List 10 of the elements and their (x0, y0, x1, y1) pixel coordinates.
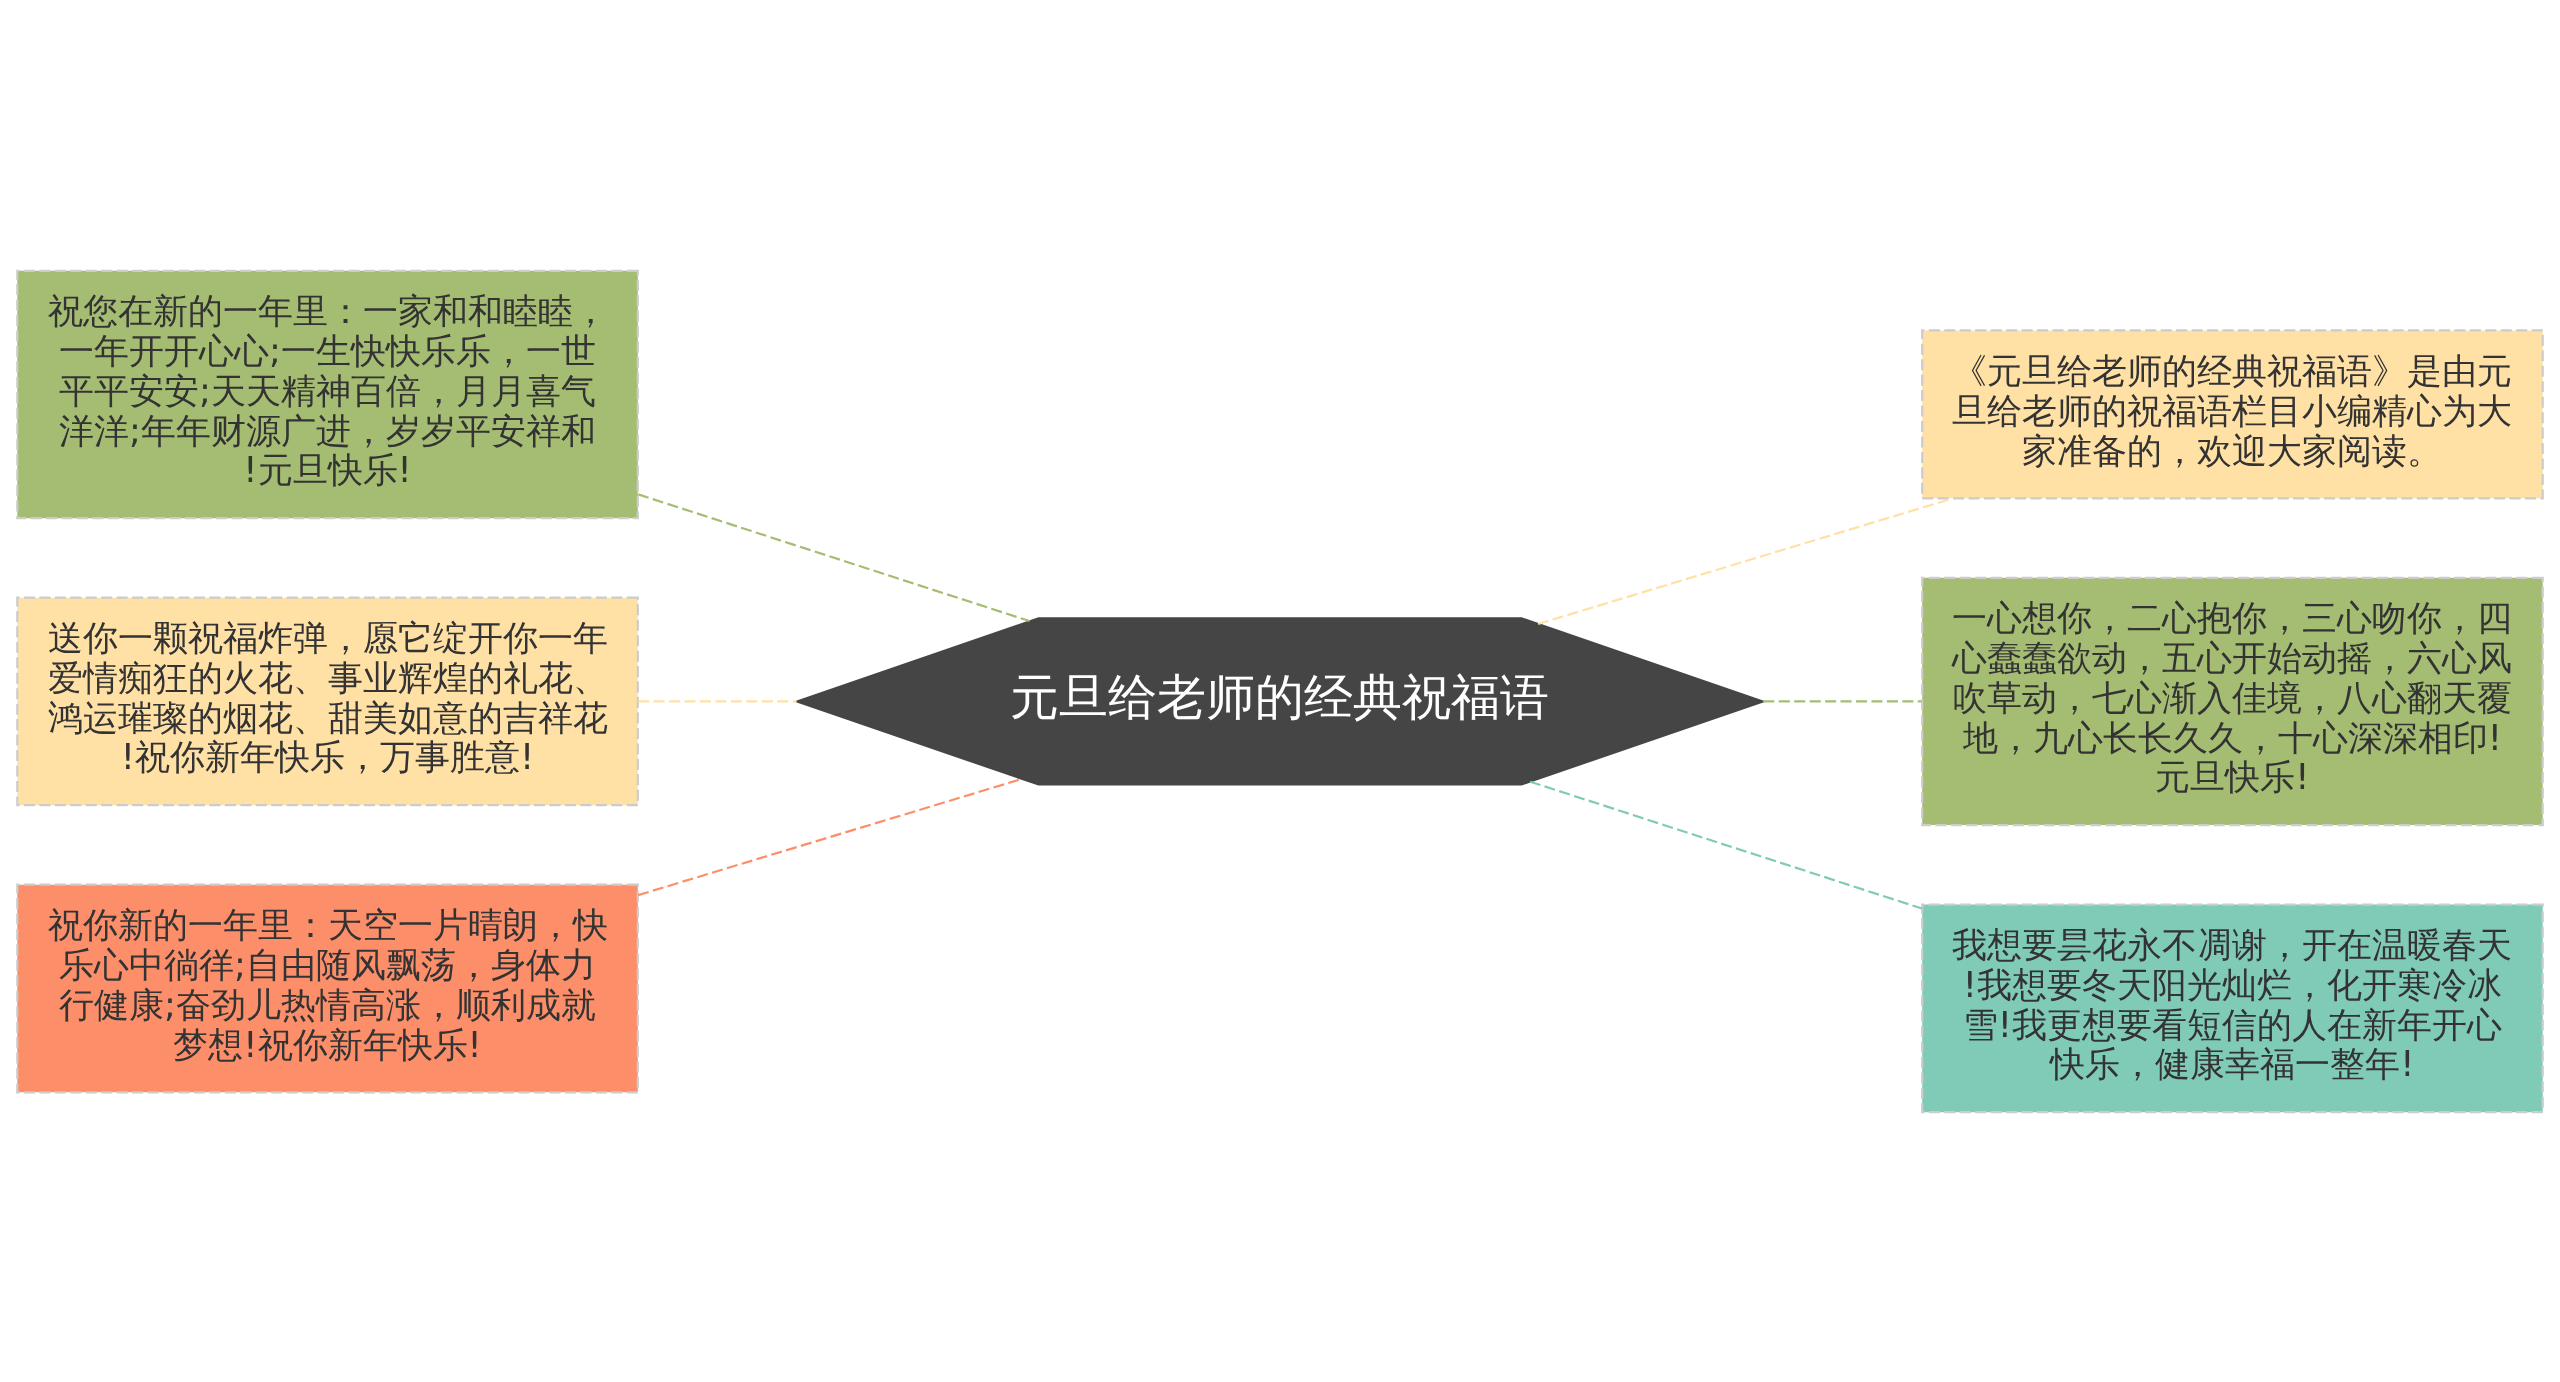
connector (638, 699, 797, 703)
node-box: 《元旦给老师的经典祝福语》是由元旦给老师的祝福语栏目小编精心为大家准备的，欢迎大家阅读。 (1921, 328, 2544, 499)
node-box: 祝您在新的一年里：一家和和睦睦，一年开开心心;一生快快乐乐，一世平平安安;天天精神百倍，月月喜气洋洋;年年财源广进，岁岁平安祥和!元旦快乐! (16, 269, 639, 519)
connector (1763, 699, 1922, 703)
node-box: 祝你新的一年里：天空一片晴朗，快乐心中徜徉;自由随风飘荡，身体力行健康;奋劲儿热情高涨，顺利成就梦想!祝你新年快乐! (16, 883, 639, 1093)
node-box: 送你一颗祝福炸弹，愿它绽开你一年爱情痴狂的火花、事业辉煌的礼花、鸿运璀璨的烟花、甜美如意的吉祥花!祝你新年快乐，万事胜意! (16, 596, 639, 806)
node-box: 一心想你，二心抱你，三心吻你，四心蠢蠢欲动，五心开始动摇，六心风吹草动，七心渐入佳境，八心翻天覆地，九心长长久久，十心深深相印!元旦快乐! (1921, 576, 2544, 826)
node-box: 我想要昙花永不凋谢，开在温暖春天!我想要冬天阳光灿烂，化开寒冷冰雪!我更想要看短信的人在新年开心快乐，健康幸福一整年! (1921, 903, 2544, 1113)
connector (1529, 780, 1923, 910)
connector (637, 492, 1030, 622)
